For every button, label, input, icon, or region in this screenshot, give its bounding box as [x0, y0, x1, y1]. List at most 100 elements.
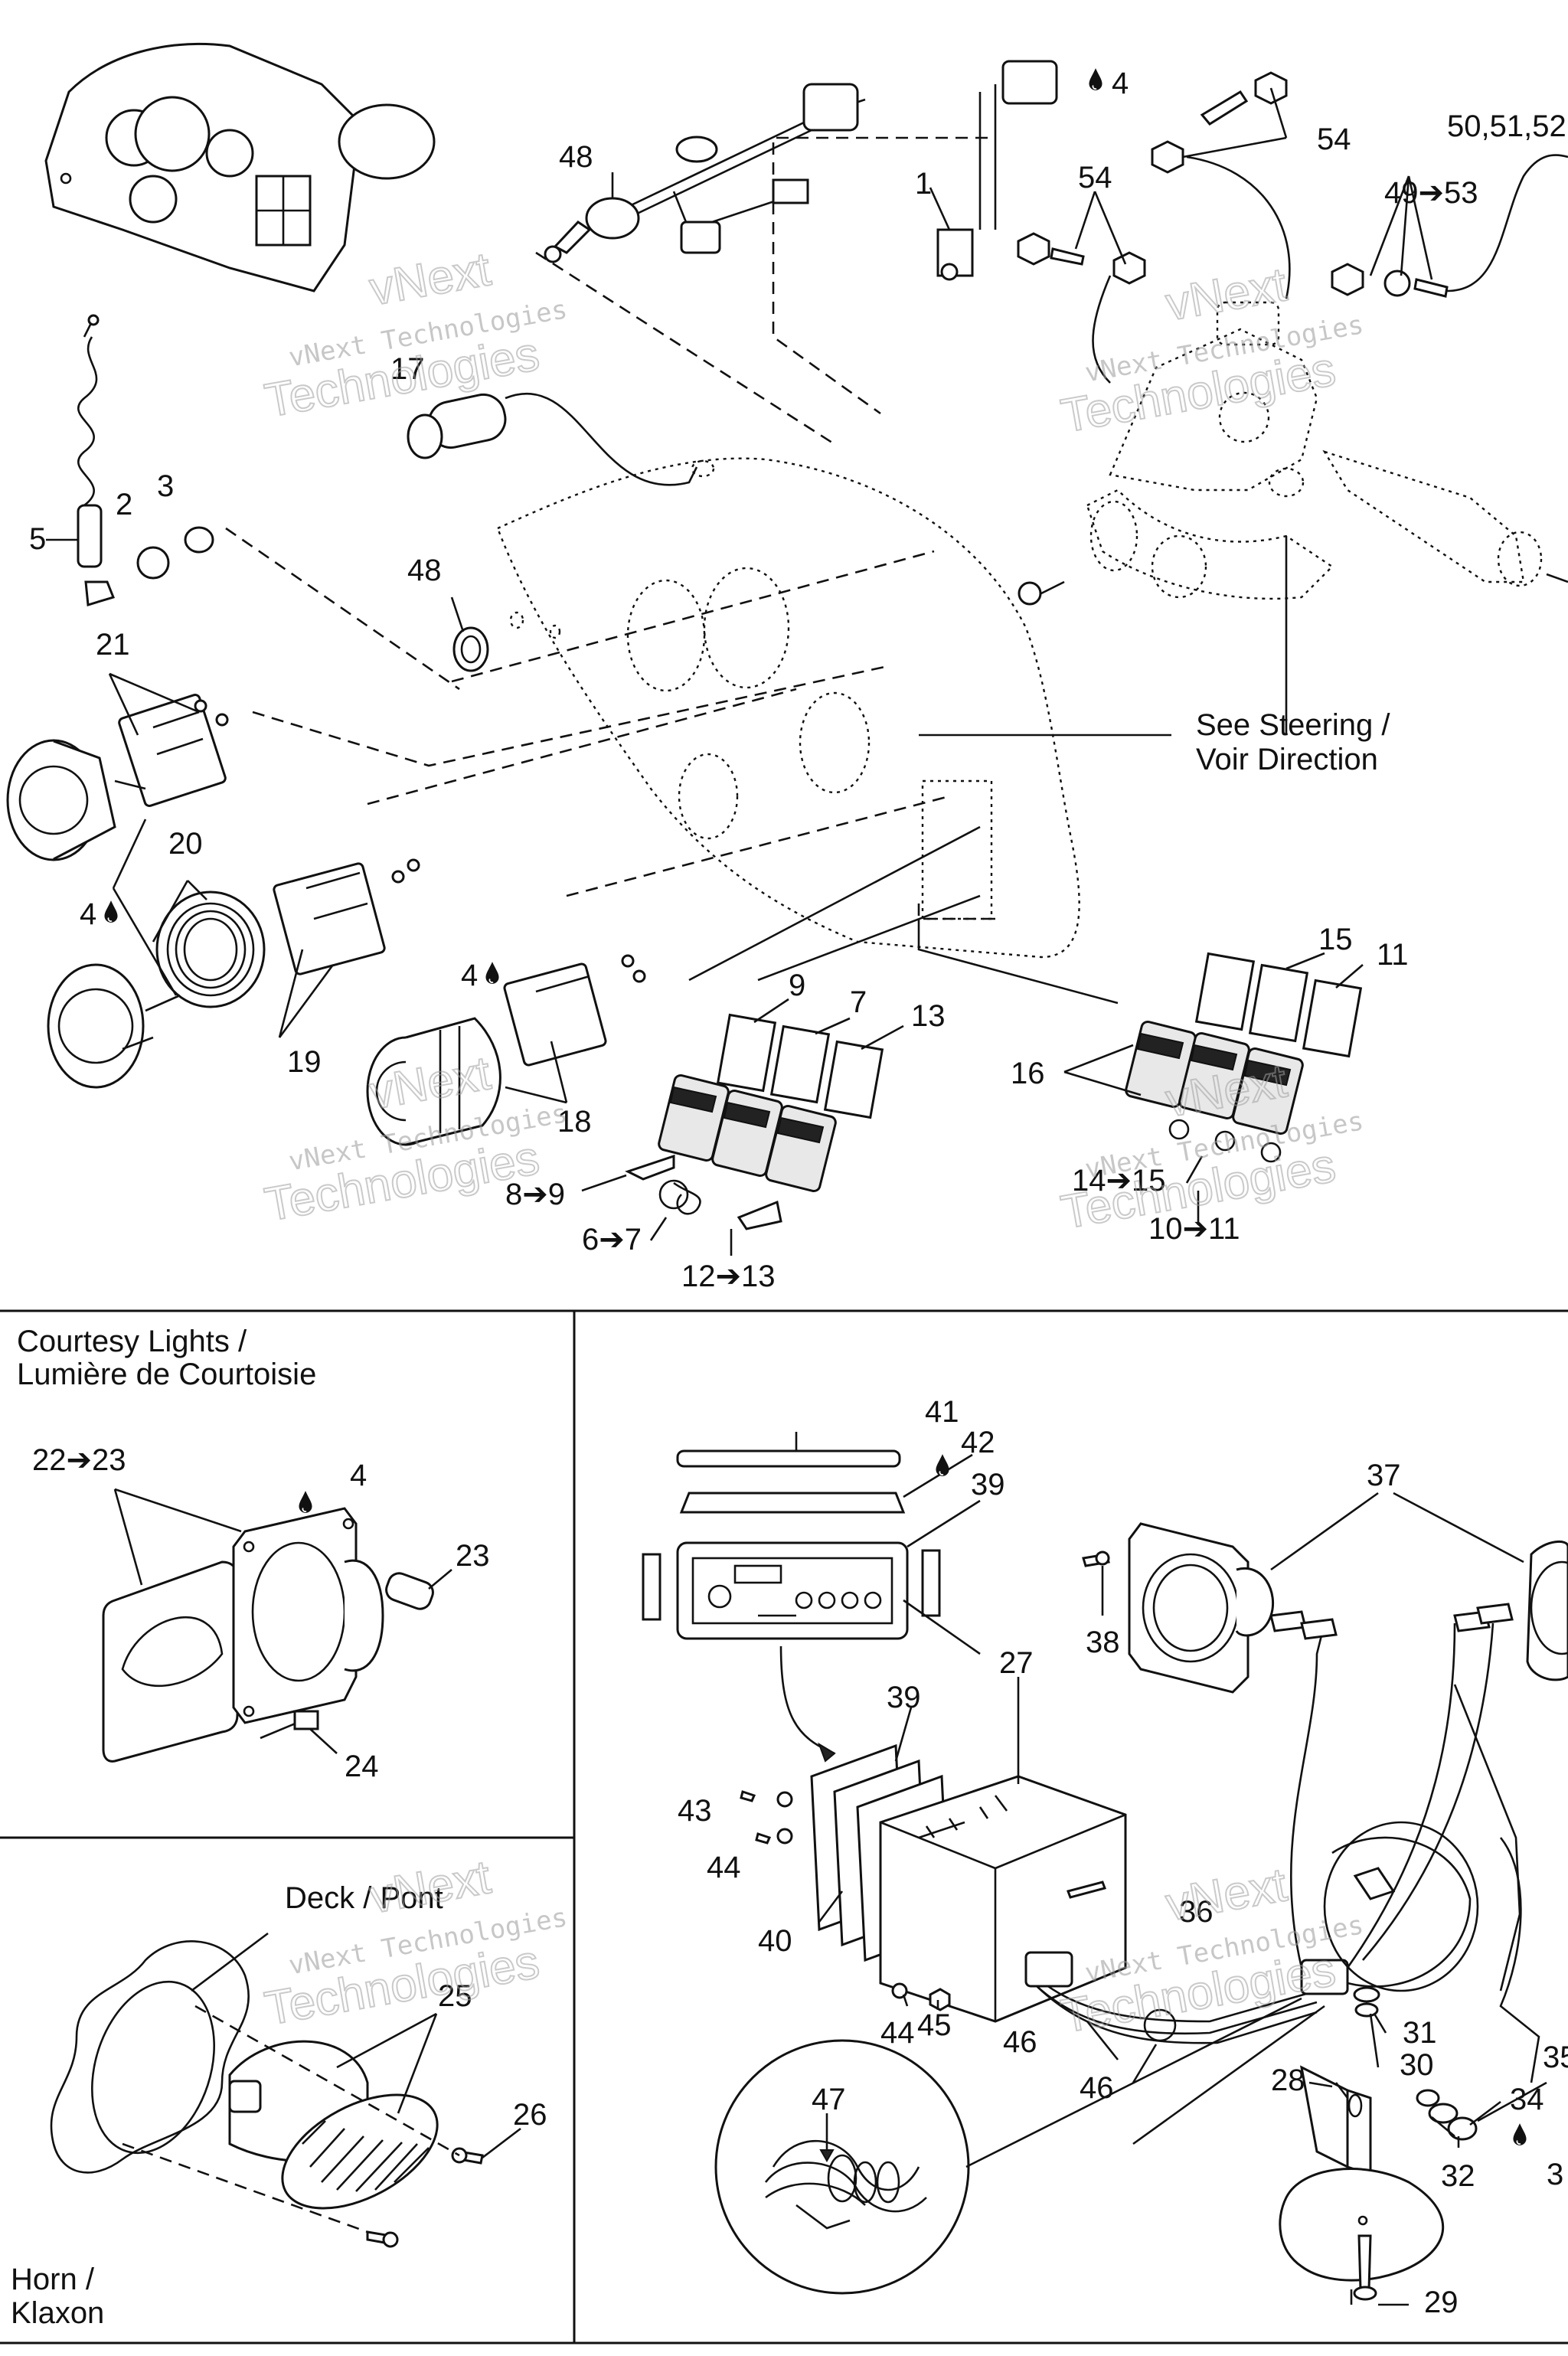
detail-47-magnifier — [714, 1997, 1302, 2295]
callout-4: 4 — [1112, 67, 1129, 100]
callout-25: 25 — [438, 1979, 472, 2013]
callout-44: 44 — [880, 2016, 915, 2050]
steering-assembly — [1018, 301, 1568, 606]
callout-10-11: 10➔11 — [1148, 1212, 1240, 1246]
dash-panel-outline — [496, 457, 1080, 959]
safety-lanyard — [46, 314, 214, 606]
callout-22-23: 22➔23 — [32, 1443, 126, 1477]
leader-dashes — [225, 136, 995, 920]
grommet-48 — [450, 596, 561, 672]
drop-icon — [103, 900, 119, 923]
svg-text:vNext: vNext — [366, 243, 495, 315]
callout-13: 13 — [911, 999, 946, 1033]
mount-bracket — [1132, 1821, 1547, 2306]
speaker-right — [1526, 1540, 1568, 1681]
callout-17: 17 — [390, 352, 425, 386]
callout-37: 37 — [1367, 1459, 1401, 1492]
switch-1 — [929, 60, 1058, 281]
steering-caption-line2: Voir Direction — [1196, 743, 1378, 776]
callout-46: 46 — [1003, 2025, 1037, 2059]
horn-title-line2: Klaxon — [11, 2296, 104, 2330]
svg-text:vNext: vNext — [366, 1851, 495, 1923]
callout-47: 47 — [812, 2083, 846, 2116]
callout-16: 16 — [1011, 1057, 1045, 1090]
callout-39: 39 — [971, 1468, 1005, 1502]
courtesy-lights-title-line2: Lumière de Courtoisie — [17, 1358, 316, 1391]
speaker-left — [1082, 1492, 1524, 1694]
callout-7: 7 — [850, 985, 867, 1019]
callout-19: 19 — [287, 1045, 322, 1079]
horn-assembly — [50, 1932, 521, 2248]
drop-icon — [298, 1490, 313, 1514]
callout-21: 21 — [96, 628, 130, 662]
callout-31: 31 — [1403, 2016, 1437, 2050]
callout-8-9: 8➔9 — [505, 1178, 565, 1211]
horn-title-line1: Horn / — [11, 2263, 95, 2296]
callout-6-7: 6➔7 — [582, 1223, 642, 1256]
callout-38: 38 — [1086, 1626, 1120, 1659]
drop-icon — [935, 1453, 950, 1477]
key-switch-harness — [544, 83, 866, 263]
svg-text:vNext: vNext — [1162, 1858, 1291, 1931]
gauge-2 — [47, 858, 420, 1089]
drop-icon — [1512, 2122, 1527, 2146]
callout-49-53: 49➔53 — [1384, 176, 1478, 210]
callout-40: 40 — [758, 1924, 792, 1958]
callout-28: 28 — [1271, 2064, 1305, 2097]
callout-36: 36 — [1179, 1895, 1214, 1929]
callout-43: 43 — [678, 1794, 712, 1828]
callout-9: 9 — [789, 969, 805, 1002]
gauge-leaders — [108, 672, 568, 1104]
power-outlet-17 — [407, 392, 698, 486]
watermark: vNext vNext Technologies Technologies — [1057, 257, 1366, 443]
dashboard-thumbnail — [44, 43, 436, 292]
stereo-housing — [810, 1743, 1127, 2023]
callout-50-52: 50,51,52 — [1447, 109, 1566, 143]
callout-45: 45 — [917, 2008, 952, 2042]
callout-24: 24 — [345, 1750, 379, 1783]
callout-35: 35 — [1543, 2041, 1568, 2074]
gauge-3 — [366, 954, 646, 1146]
callout-23: 23 — [456, 1539, 490, 1573]
deck-caption: Deck / Pont — [285, 1881, 443, 1915]
callout-4: 4 — [461, 959, 478, 992]
callout-labels: 1 2 3 4 4 4 4 5 8➔9 6➔7 12➔13 9 7 13 14➔… — [29, 67, 1568, 2319]
gauge-1 — [6, 694, 229, 861]
svg-text:vNext: vNext — [1162, 258, 1291, 331]
watermark: vNext vNext Technologies Technologies — [260, 1850, 570, 2036]
callout-20: 20 — [168, 827, 203, 861]
callout-48: 48 — [559, 140, 593, 174]
panel-dividers — [0, 1309, 1568, 2345]
callout-14-15: 14➔15 — [1072, 1164, 1166, 1198]
leader-lines — [688, 536, 1288, 1005]
callout-46: 46 — [1080, 2071, 1114, 2105]
callout-54: 54 — [1317, 123, 1351, 156]
steering-caption-line1: See Steering / — [1196, 708, 1390, 742]
courtesy-light — [102, 1488, 452, 1763]
drop-icon — [1088, 67, 1103, 91]
callout-39: 39 — [887, 1681, 921, 1714]
callout-29: 29 — [1424, 2286, 1459, 2319]
callout-26: 26 — [513, 2098, 547, 2132]
callout-30: 30 — [1400, 2048, 1434, 2082]
callout-12-13: 12➔13 — [681, 1260, 776, 1293]
hardware-fasteners — [1017, 71, 1568, 384]
callout-3: 3 — [157, 469, 174, 503]
callout-4: 4 — [80, 897, 96, 931]
callout-2: 2 — [116, 488, 132, 521]
callout-32: 32 — [1441, 2159, 1475, 2193]
callout-33: 3 — [1547, 2158, 1563, 2191]
callout-41: 41 — [925, 1395, 959, 1429]
callout-1: 1 — [915, 167, 932, 201]
callout-4: 4 — [350, 1459, 367, 1492]
watermark: vNext vNext Technologies Technologies — [1057, 1054, 1366, 1240]
switch-bank-left — [581, 998, 904, 1256]
callout-54: 54 — [1078, 161, 1112, 194]
speaker-harness — [1024, 1603, 1540, 2083]
switch-bank-right — [1063, 952, 1364, 1225]
callout-34: 34 — [1510, 2083, 1544, 2116]
callout-42: 42 — [961, 1426, 995, 1459]
courtesy-lights-title-line1: Courtesy Lights / — [17, 1325, 247, 1358]
